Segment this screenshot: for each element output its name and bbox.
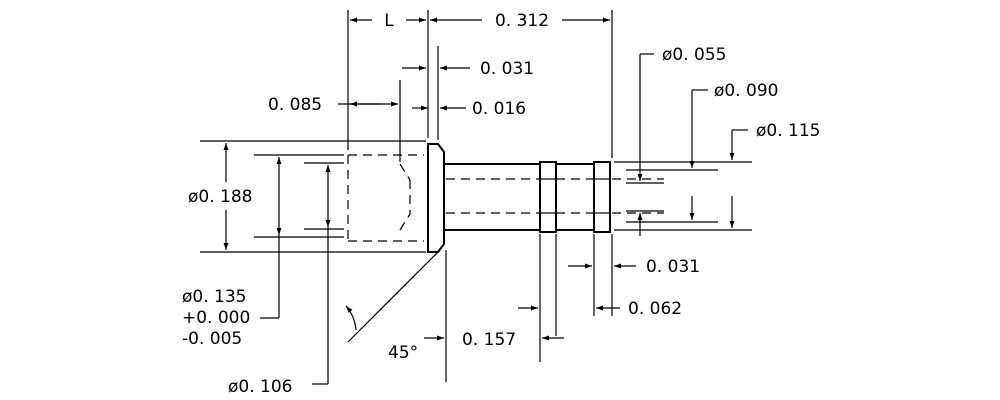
dimension-labels: L 0. 312 0. 031 0. 085 0. 016 ø0. 055 ø0… xyxy=(182,11,820,397)
extension-lines xyxy=(200,10,752,382)
part-outline xyxy=(427,143,611,253)
dim-label-dia-135: ø0. 135 xyxy=(182,287,246,307)
flange xyxy=(427,143,445,253)
dim-label-085: 0. 085 xyxy=(268,95,322,115)
dim-label-dia-055: ø0. 055 xyxy=(662,45,726,65)
dim-label-dia-115: ø0. 115 xyxy=(756,121,820,141)
dim-label-collar-031: 0. 031 xyxy=(480,59,534,79)
dim-label-groove-031: 0. 031 xyxy=(646,257,700,277)
dim-label-312: 0. 312 xyxy=(495,11,549,31)
dim-label-dia-090: ø0. 090 xyxy=(714,81,778,101)
collar-left xyxy=(539,161,557,233)
dim-label-157: 0. 157 xyxy=(462,330,516,350)
dim-label-tol-plus: +0. 000 xyxy=(182,308,250,328)
dim-label-016: 0. 016 xyxy=(472,99,526,119)
dim-label-dia-106: ø0. 106 xyxy=(228,377,292,397)
hidden-lines xyxy=(347,154,664,242)
collar-right xyxy=(593,161,611,233)
dim-label-l: L xyxy=(384,11,394,31)
dim-label-dia-188: ø0. 188 xyxy=(188,187,252,207)
dim-label-tol-minus: -0. 005 xyxy=(182,329,242,349)
dim-label-062: 0. 062 xyxy=(628,299,682,319)
dimension-arrows xyxy=(223,17,748,385)
dim-label-angle: 45° xyxy=(388,343,418,363)
